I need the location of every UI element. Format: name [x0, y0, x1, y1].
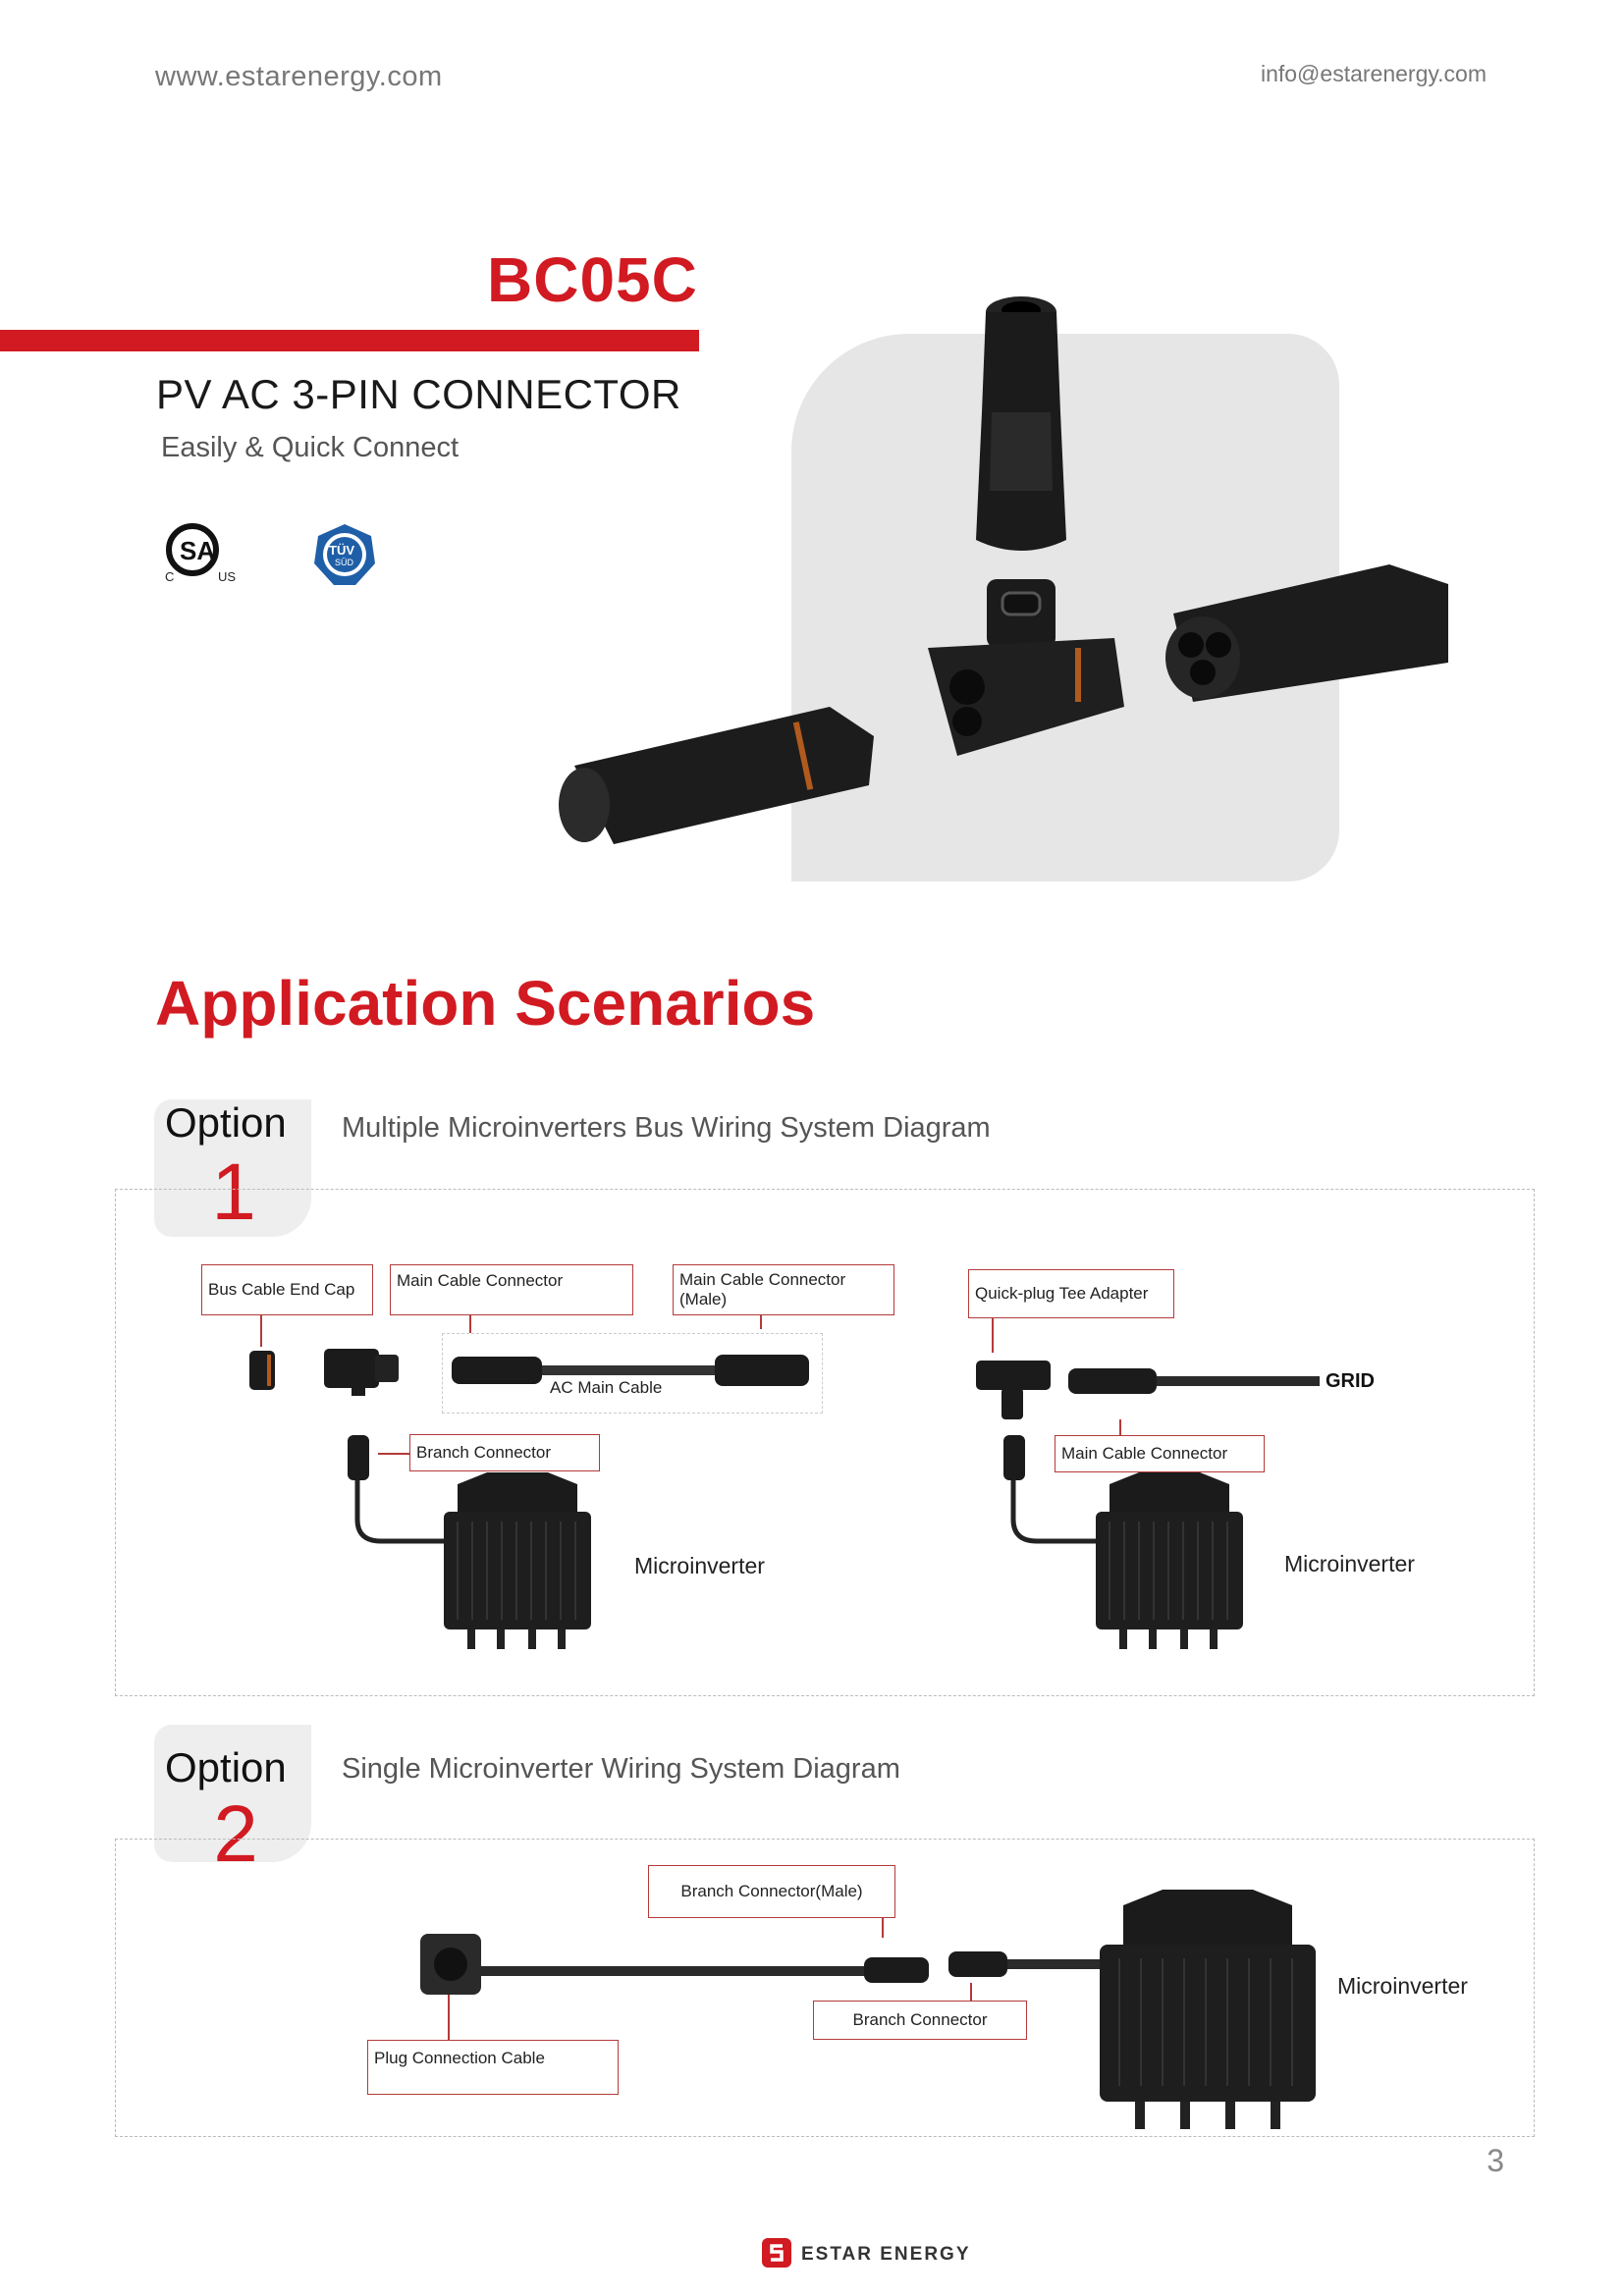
- csa-cert-icon: SA C US: [157, 518, 236, 587]
- connector-male-image: [555, 697, 879, 844]
- leader-line: [260, 1315, 262, 1347]
- branch-connector-cable-image: [948, 1948, 1106, 1981]
- label-main-cable-connector: Main Cable Connector: [390, 1264, 633, 1315]
- leader-line: [378, 1453, 409, 1455]
- branch-cable-icon: [352, 1480, 450, 1559]
- tuv-label: TÜV: [329, 543, 354, 558]
- option-2-description: Single Microinverter Wiring System Diagr…: [342, 1753, 900, 1785]
- branch-connector-b-icon: [1000, 1433, 1029, 1484]
- socket-hole: [434, 1948, 467, 1981]
- connector-female-image: [1164, 555, 1453, 702]
- title-divider: [0, 330, 699, 351]
- bus-cable-end-cap-icon: [245, 1347, 279, 1394]
- label-bus-cable-end-cap: Bus Cable End Cap: [201, 1264, 373, 1315]
- label-branch-connector: Branch Connector: [409, 1434, 600, 1471]
- option-1-description: Multiple Microinverters Bus Wiring Syste…: [342, 1112, 991, 1144]
- brand-name: ESTAR ENERGY: [801, 2244, 971, 2265]
- option-1-word: Option: [165, 1099, 287, 1146]
- label-branch-connector-male: Branch Connector(Male): [648, 1865, 895, 1918]
- option-2-word: Option: [165, 1744, 287, 1790]
- section-title: Application Scenarios: [155, 968, 816, 1039]
- label-quick-plug-tee-adapter: Quick-plug Tee Adapter: [968, 1269, 1174, 1318]
- label-microinverter-c: Microinverter: [1337, 1973, 1468, 1999]
- product-tagline: Easily & Quick Connect: [161, 432, 460, 463]
- option-1-number: 1: [211, 1148, 256, 1237]
- microinverter-c-image: [1090, 1890, 1326, 2135]
- connector-cap-image: [972, 294, 1070, 560]
- leader-line: [448, 1995, 450, 2042]
- csa-us-label: US: [218, 569, 237, 584]
- branch-cable-b-icon: [1007, 1480, 1106, 1559]
- label-ac-main-cable: AC Main Cable: [550, 1378, 663, 1397]
- main-cable-to-grid-image: [1068, 1366, 1320, 1396]
- product-model: BC05C: [487, 244, 698, 315]
- plug-connection-cable-socket: [420, 1934, 481, 1995]
- label-branch-connector-2: Branch Connector: [813, 2001, 1027, 2040]
- branch-connector-icon: [344, 1433, 373, 1484]
- product-name: PV AC 3-PIN CONNECTOR: [156, 371, 681, 417]
- csa-c-label: C: [165, 569, 175, 584]
- label-microinverter-a: Microinverter: [634, 1553, 765, 1578]
- leader-line: [1119, 1419, 1121, 1435]
- svg-text:SA: SA: [180, 536, 215, 565]
- option-2-diagram: [115, 1839, 1535, 2137]
- tee-adapter-icon: [974, 1353, 1053, 1423]
- leader-line: [992, 1318, 994, 1353]
- microinverter-a-image: [438, 1472, 597, 1654]
- label-main-cable-connector-male: Main Cable Connector (Male): [673, 1264, 894, 1315]
- microinverter-b-image: [1090, 1472, 1249, 1654]
- leader-line: [882, 1918, 884, 1938]
- option-2-number: 2: [213, 1789, 258, 1879]
- tuv-sud-cert-icon: TÜV SÜD: [312, 522, 377, 587]
- header-website[interactable]: www.estarenergy.com: [155, 61, 443, 92]
- leader-line: [469, 1315, 471, 1333]
- label-grid: GRID: [1326, 1370, 1375, 1392]
- main-cable-connector-icon: [322, 1345, 401, 1398]
- label-plug-connection-cable: Plug Connection Cable: [367, 2040, 619, 2095]
- estar-logo-icon: [762, 2238, 791, 2268]
- option-1-badge: [154, 1099, 311, 1237]
- ac-main-cable-box: [442, 1333, 823, 1414]
- leader-line: [970, 1983, 972, 2002]
- ac-main-cable-image: [452, 1353, 815, 1388]
- tee-adapter-image: [918, 579, 1129, 766]
- plug-connection-cable-image: [481, 1955, 933, 1985]
- header-email[interactable]: info@estarenergy.com: [1260, 61, 1487, 86]
- label-main-cable-connector-b: Main Cable Connector: [1055, 1435, 1265, 1472]
- sud-label: SÜD: [335, 558, 354, 567]
- leader-line: [760, 1315, 762, 1329]
- option-1-diagram: [115, 1189, 1535, 1696]
- label-microinverter-b: Microinverter: [1284, 1551, 1415, 1576]
- page-number: 3: [1487, 2143, 1504, 2178]
